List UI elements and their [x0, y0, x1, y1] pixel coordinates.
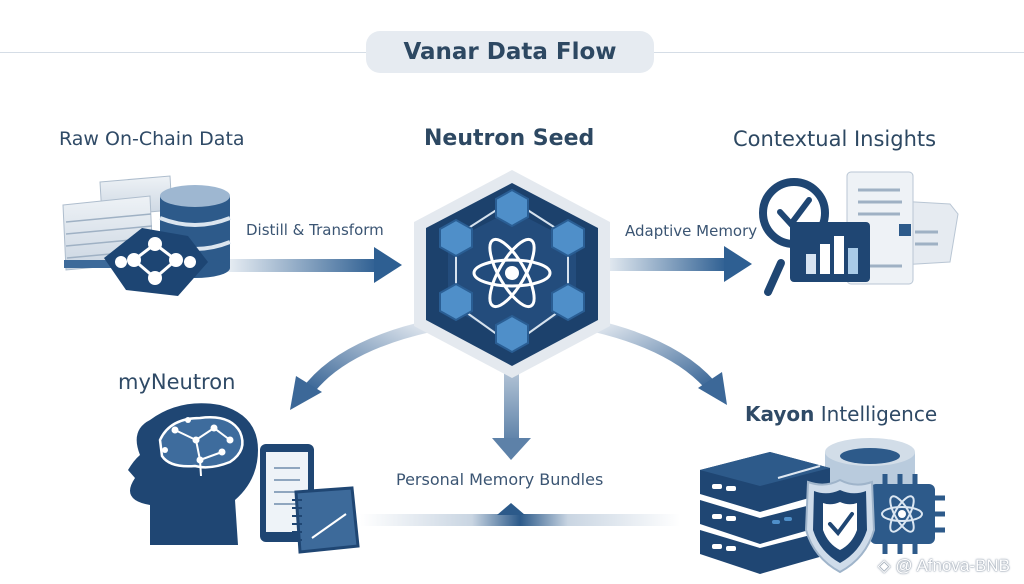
kayon-rest: Intelligence — [814, 402, 938, 426]
watermark-text: @ Afnova-BNB — [895, 556, 1010, 575]
edge-label-adaptive: Adaptive Memory — [625, 222, 758, 240]
bundles-bar — [360, 503, 680, 526]
binance-logo-icon: ◈ — [877, 556, 896, 575]
title-rule-right — [654, 52, 1024, 53]
server-shield-chip-icon — [700, 438, 945, 574]
brain-head-notebook-icon — [128, 403, 360, 554]
title-rule-left — [0, 52, 366, 53]
watermark: ◈ @ Afnova-BNB — [878, 556, 1010, 576]
magnifier-chart-document-icon — [759, 171, 959, 296]
node-label-myneutron: myNeutron — [118, 370, 236, 394]
node-label-raw-data: Raw On-Chain Data — [59, 128, 245, 150]
diagram-title: Vanar Data Flow — [366, 31, 654, 73]
node-label-kayon: Kayon Intelligence — [745, 402, 937, 426]
database-stack-icon — [62, 175, 231, 296]
chip — [870, 474, 945, 554]
kayon-bold: Kayon — [745, 402, 815, 426]
atom-hexagon-icon — [414, 170, 610, 378]
arrow-adaptive — [605, 246, 752, 282]
arrow-distill — [228, 247, 402, 283]
node-label-neutron-seed: Neutron Seed — [424, 126, 595, 151]
node-label-contextual-insights: Contextual Insights — [733, 127, 937, 151]
server-stack — [700, 452, 830, 574]
arrow-to-kayon — [593, 320, 727, 405]
shield — [804, 478, 876, 574]
arrow-to-myneutron — [290, 320, 432, 410]
edge-label-distill: Distill & Transform — [246, 221, 384, 239]
edge-label-bundles: Personal Memory Bundles — [396, 470, 604, 489]
